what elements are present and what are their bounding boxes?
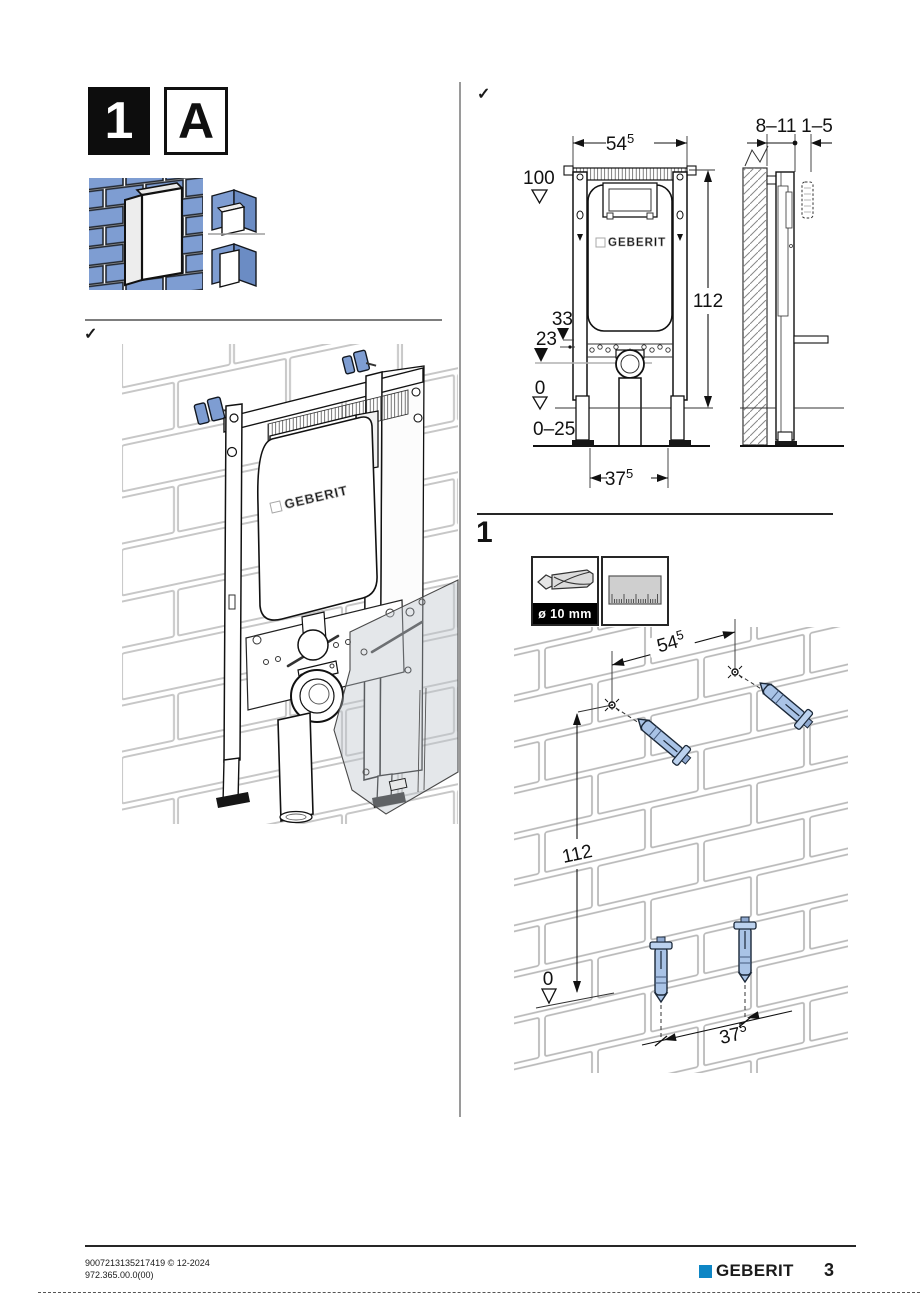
dim-wall-gap: 8–11: [756, 116, 797, 137]
footer-doc-line1: 9007213135217419 © 12-2024: [85, 1258, 210, 1268]
checkmark-right: ✓: [477, 86, 491, 103]
supply-stub: [793, 335, 829, 344]
cistern-box-front-of-wall: [124, 182, 184, 287]
checkmark-left: ✓: [84, 326, 98, 343]
drill-tool-box: ø 10 mm: [531, 556, 599, 626]
leader-left: [615, 707, 643, 726]
dimension-views: 545 100 GEBERIT: [523, 116, 844, 490]
wall-bracket-left: [193, 396, 240, 425]
page-number: 3: [823, 1260, 834, 1280]
dim-112: 112: [693, 291, 723, 312]
step-number-box: 1: [88, 87, 150, 155]
frame-overview-drawing: GEBERIT: [122, 344, 459, 824]
bottom-cut-line: [38, 1292, 920, 1293]
ruler-icon: [608, 575, 662, 605]
wall-bracket-right: [341, 349, 377, 375]
drilling-positions-drawing: 545 112 0: [514, 619, 848, 1073]
drain-pipe: [277, 712, 314, 824]
drill-bit-icon: [537, 569, 594, 590]
dim-33: 33: [552, 309, 573, 330]
dim-height-112: 112: [558, 704, 613, 993]
svg-text:375: 375: [717, 1019, 750, 1049]
dim-zero: 0: [535, 378, 546, 399]
dim-width-top: 545: [606, 131, 634, 155]
corner-install-icon-b: [211, 243, 257, 288]
section-divider: [477, 513, 833, 515]
dim-100: 100: [523, 168, 555, 189]
protection-panel: [333, 579, 459, 815]
dim-zero-level: 0: [535, 969, 615, 1009]
left-column-divider: [85, 319, 442, 321]
brand-logo-text: GEBERIT: [716, 1261, 794, 1280]
cistern: GEBERIT: [256, 416, 378, 621]
wall-types-illustration: [89, 178, 265, 290]
flush-bend-and-drain: [290, 611, 344, 723]
ruler-tool-box: [601, 556, 669, 626]
variant-box: A: [164, 87, 228, 155]
anchor-rod-right: [370, 620, 424, 654]
svg-text:0: 0: [543, 969, 554, 990]
section-number: 1: [476, 516, 493, 549]
fixing-holes: [589, 344, 671, 353]
frame-legs: [216, 757, 406, 808]
flush-plate-dashed: [801, 181, 814, 219]
step-number: 1: [104, 92, 134, 150]
dim-leg-span: 375: [605, 466, 633, 490]
brand-logo: GEBERIT: [699, 1261, 794, 1281]
front-view: 545 100 GEBERIT: [523, 131, 723, 490]
brand-logo-square: [699, 1264, 712, 1278]
cistern-brand-label-front: GEBERIT: [595, 237, 666, 249]
column-divider: [459, 82, 461, 1117]
variant-letter: A: [177, 93, 215, 149]
wall-break-mark: [744, 145, 769, 167]
footer-doc-line2: 972.365.00.0(00): [85, 1269, 154, 1280]
corner-install-icon-a: [211, 189, 257, 236]
dim-floor-range: 0–25: [533, 419, 575, 440]
cistern-brand-text-front: GEBERIT: [608, 237, 666, 249]
footer-doc-info: 9007213135217419 © 12-2024 972.365.00.0(…: [85, 1258, 210, 1281]
footer-rule: [85, 1245, 856, 1247]
side-view: 8–11 1–5: [740, 116, 844, 447]
dim-23: 23: [536, 329, 557, 350]
dim-anchor-span: 375: [641, 985, 793, 1049]
dim-panel-gap: 1–5: [801, 116, 833, 137]
drill-diameter-label: ø 10 mm: [533, 603, 597, 624]
leader-right: [738, 674, 767, 693]
